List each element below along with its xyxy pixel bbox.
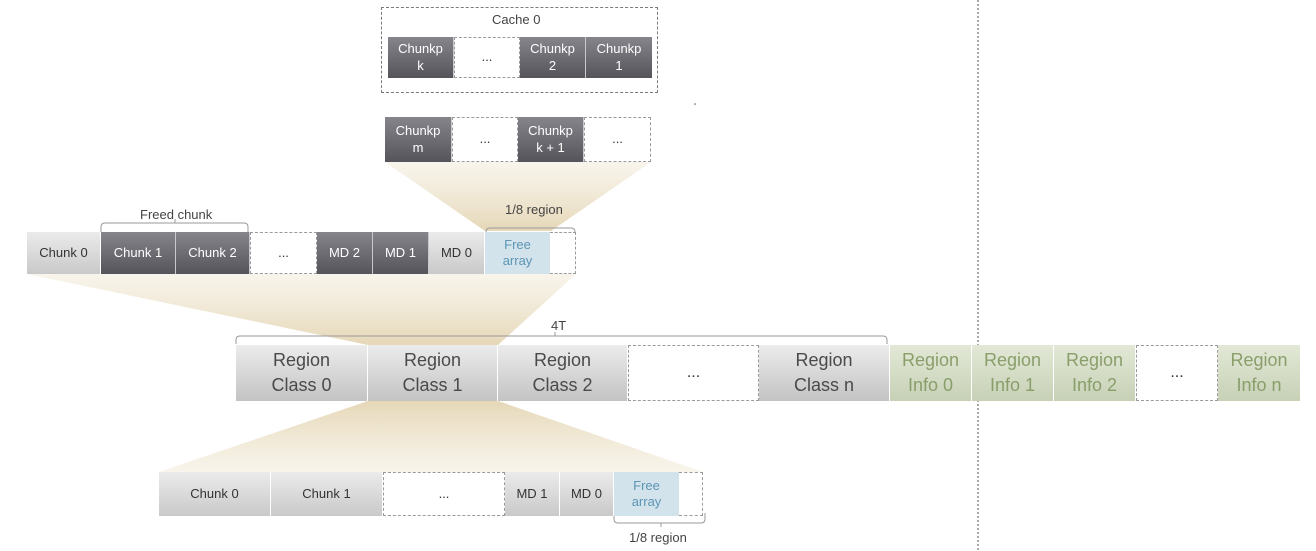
top-md-2: MD 2 (317, 232, 373, 274)
cache-cell-chunkp-k: Chunkp k (388, 37, 454, 78)
bottom-chunk-0: Chunk 0 (159, 472, 271, 516)
bottom-free-array-pad (679, 472, 703, 516)
top-chunk-0: Chunk 0 (27, 232, 101, 274)
eighth-region-top-bracket (485, 227, 576, 237)
cache-cell-ellipsis: ... (454, 37, 520, 78)
region-info-n: Region Info n (1218, 345, 1300, 401)
cache-box (381, 7, 658, 93)
eighth-region-bottom-label: 1/8 region (629, 530, 687, 545)
top-free-array-pad (550, 232, 576, 274)
pointer-cell-ellipsis-2: ... (584, 117, 651, 162)
freed-chunk-label: Freed chunk (140, 207, 213, 222)
top-chunk-2: Chunk 2 (176, 232, 250, 274)
stray-dot (694, 103, 696, 105)
bottom-md-1: MD 1 (505, 472, 560, 516)
top-md-0: MD 0 (429, 232, 485, 274)
region-info-ellipsis: ... (1136, 345, 1218, 401)
cache-cell-chunkp-1: Chunkp 1 (586, 37, 652, 78)
region-class-ellipsis: ... (628, 345, 759, 401)
pointer-cell-chunkp-k-plus-1: Chunkp k + 1 (518, 117, 584, 162)
bottom-ellipsis: ... (383, 472, 505, 516)
region-class-n: Region Class n (759, 345, 890, 401)
top-ellipsis: ... (250, 232, 317, 274)
top-free-array: Free array (485, 232, 550, 274)
zoom-trapezoid-top-region (27, 274, 576, 345)
cache-title: Cache 0 (492, 12, 541, 27)
four-t-bracket (235, 332, 888, 344)
bottom-chunk-1: Chunk 1 (271, 472, 383, 516)
top-chunk-1: Chunk 1 (101, 232, 176, 274)
freed-chunk-bracket (100, 219, 249, 232)
four-t-label: 4T (551, 318, 567, 333)
pointer-cell-chunkp-m: Chunkp m (385, 117, 452, 162)
top-md-1: MD 1 (373, 232, 429, 274)
region-class-1: Region Class 1 (368, 345, 498, 401)
region-class-2: Region Class 2 (498, 345, 628, 401)
cache-cell-chunkp-2: Chunkp 2 (520, 37, 586, 78)
region-info-2: Region Info 2 (1054, 345, 1136, 401)
zoom-trapezoid-bottom-region (159, 401, 703, 472)
bottom-md-0: MD 0 (560, 472, 614, 516)
region-info-1: Region Info 1 (972, 345, 1054, 401)
eighth-region-bottom-bracket (613, 513, 706, 527)
pointer-cell-ellipsis-1: ... (452, 117, 518, 162)
region-class-0: Region Class 0 (236, 345, 368, 401)
region-info-0: Region Info 0 (890, 345, 972, 401)
bottom-free-array: Free array (614, 472, 679, 516)
eighth-region-top-label: 1/8 region (505, 202, 563, 217)
zoom-trapezoid-pointers (385, 162, 651, 231)
